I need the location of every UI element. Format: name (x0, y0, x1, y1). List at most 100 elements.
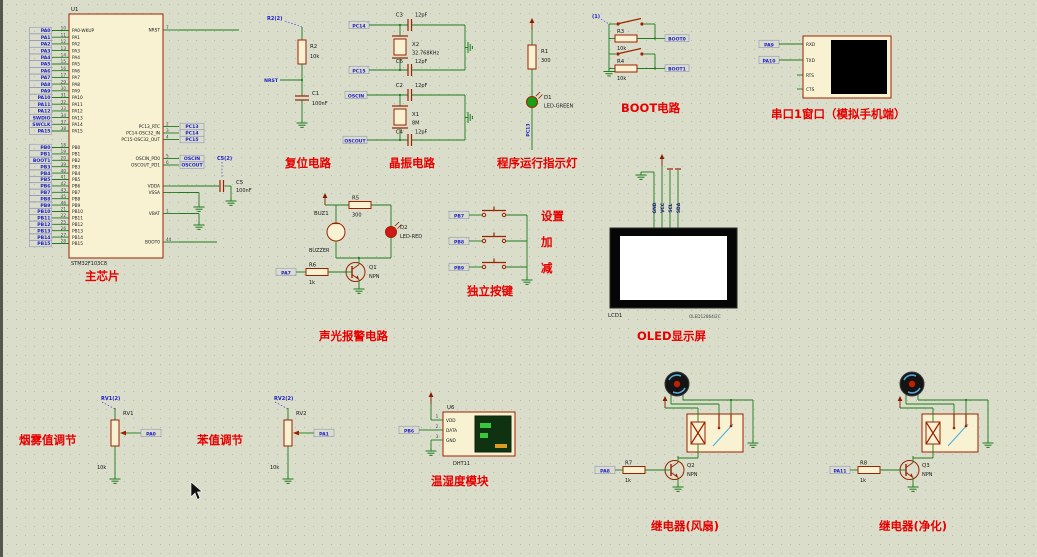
svg-text:PB12: PB12 (37, 222, 50, 228)
svg-text:PB11: PB11 (37, 216, 50, 222)
svg-text:PA7: PA7 (72, 75, 80, 81)
button-plus[interactable] (481, 231, 507, 244)
relay-rl-air[interactable] (921, 413, 979, 453)
resistor-r8[interactable] (857, 466, 881, 474)
resistor-r4[interactable] (614, 64, 638, 73)
purifier-motor[interactable] (899, 371, 925, 397)
svg-text:PB8: PB8 (40, 196, 50, 202)
resistor-r6[interactable] (305, 268, 329, 276)
resistor-r2[interactable] (297, 39, 307, 65)
caption-alarm: 声光报警电路 (318, 329, 388, 343)
caption-crystal: 晶振电路 (389, 156, 435, 170)
fan-motor[interactable] (664, 371, 690, 397)
key-group[interactable]: PB7 设置 PB8 加 PB9 减 独立按键 (448, 205, 564, 299)
caption-keys: 独立按键 (467, 284, 513, 298)
relay-purifier[interactable]: Q3 NPN R8 1k PA11 继电器(净化) (829, 371, 994, 533)
resistor-r1[interactable] (527, 44, 537, 70)
resistor-r5[interactable] (348, 201, 372, 209)
transistor-q2[interactable] (664, 455, 685, 485)
pa10-net: PA10 (763, 58, 776, 64)
svg-text:PB7: PB7 (40, 190, 50, 196)
caption-dht: 温湿度模块 (431, 474, 489, 488)
svg-text:PC13: PC13 (185, 124, 198, 130)
buzzer-buz1[interactable] (326, 222, 346, 242)
resistor-r3[interactable] (614, 34, 638, 43)
pot-rv2[interactable]: RV2(2) PA1 RV2 10k 苯值调节 (196, 396, 335, 484)
pot-rv1[interactable]: RV1(2) PA0 RV1 10k 烟雾值调节 (19, 396, 162, 484)
svg-text:7: 7 (166, 25, 169, 30)
d1-ref: D1 (544, 95, 552, 101)
switch-boot0[interactable] (615, 17, 645, 27)
mcu-u1[interactable]: U1 PA010PA0-WKUPPA111PA1PA212PA2PA313PA3… (29, 7, 252, 283)
crystal-x2[interactable] (392, 35, 408, 59)
svg-text:19: 19 (61, 149, 67, 154)
ground (603, 68, 615, 77)
svg-text:28: 28 (61, 239, 67, 244)
terminal-screen[interactable] (831, 40, 887, 94)
svg-text:PB14: PB14 (72, 235, 83, 241)
chip-body[interactable] (68, 13, 164, 259)
oled-display[interactable]: GND VCC SCL SDA LCD1 OLED12864I2C OLED显示… (608, 153, 738, 343)
oscin-net: OSCIN (348, 93, 364, 99)
svg-text:PA7: PA7 (41, 75, 51, 81)
svg-text:PB12: PB12 (72, 222, 83, 228)
transistor-q1[interactable] (345, 257, 366, 287)
caption-reset: 复位电路 (284, 156, 331, 170)
key-label-set: 设置 (541, 209, 564, 223)
svg-text:11: 11 (61, 32, 67, 37)
svg-text:PC15-OSC32_OUT: PC15-OSC32_OUT (121, 137, 160, 143)
svg-text:PC14-OSC32_IN: PC14-OSC32_IN (126, 131, 160, 137)
alarm-circuit[interactable]: R5 300 BUZ1 BUZZER D2 LED-RED Q1 NPN R6 … (275, 192, 422, 343)
relay-rl-fan[interactable] (686, 413, 744, 453)
button-minus[interactable] (481, 257, 507, 270)
chip-left-pins: PA010PA0-WKUPPA111PA1PA212PA2PA313PA3PA4… (29, 26, 94, 248)
chip-part: STM32F103C8 (71, 261, 107, 267)
led-d1[interactable] (526, 96, 538, 108)
svg-text:18: 18 (61, 143, 67, 148)
c5-decoupling[interactable]: C5(2) C5 100nF (179, 156, 252, 206)
relay-fan[interactable]: Q2 NPN R7 1k PA8 继电器(风扇) (594, 371, 759, 533)
led-d2[interactable] (385, 226, 397, 238)
chip-pin-vssa[interactable]: VSSA (149, 190, 179, 196)
terminal-pin-cts: CTS (806, 87, 815, 93)
power-terminal (897, 395, 903, 409)
crystal-x1[interactable] (392, 105, 408, 129)
run-indicator[interactable]: R1 300 D1 LED-GREEN PC13 程序运行指示灯 (497, 17, 578, 170)
rv1-body[interactable] (110, 419, 120, 447)
svg-text:PB11: PB11 (72, 216, 83, 222)
svg-text:16: 16 (61, 66, 67, 71)
serial-terminal[interactable]: PA9 PA10 RXD TXD RTS CTS 串口1窗口（模拟手机端） (758, 35, 906, 121)
ground (982, 439, 994, 448)
boot0-net: BOOT0 (668, 37, 686, 43)
svg-text:PB13: PB13 (72, 228, 83, 234)
svg-text:44: 44 (166, 237, 172, 242)
vssa-gnd (179, 192, 205, 212)
chip-pin-vdda[interactable]: VDDA (148, 184, 179, 190)
rv2-body[interactable] (283, 419, 293, 447)
dht-pin-gnd: GND (446, 438, 457, 444)
dht11-module[interactable]: U6 1 2 3 VDD DATA GND PB6 DHT11 温湿度模块 (398, 391, 516, 488)
reset-circuit[interactable]: R2(2) R2 10k NRST C1 100nF 复位电路 (264, 16, 331, 170)
mouse-cursor (190, 481, 203, 500)
svg-text:PB10: PB10 (72, 209, 83, 215)
pa9-net: PA9 (764, 42, 774, 48)
resistor-r7[interactable] (622, 466, 646, 474)
button-set[interactable] (481, 205, 507, 218)
oled-screen[interactable] (620, 236, 727, 300)
boot-circuit[interactable]: (1) R3 10k BOOT0 R4 10k BOOT1 BOOT电路 (592, 14, 690, 115)
crystal-circuit[interactable]: PC14 C3 12pF X2 32.768KHz PC15 C6 12pF O… (342, 13, 473, 171)
svg-text:13: 13 (61, 46, 67, 51)
transistor-q3[interactable] (899, 455, 920, 485)
